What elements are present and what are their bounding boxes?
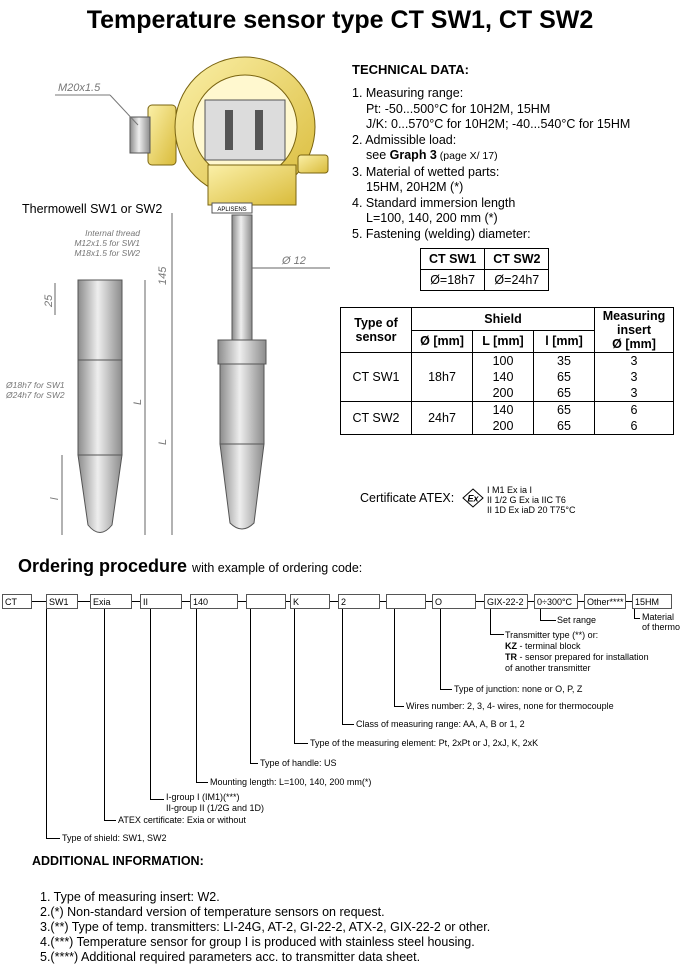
atex-lines: I M1 Ex ia I II 1/2 G Ex ia IIC T6 II 1D… bbox=[487, 485, 576, 515]
diameter-note: Ø24h7 for SW2 bbox=[6, 390, 65, 400]
wires-note: Wires number: 2, 3, 4- wires, none for t… bbox=[406, 701, 614, 711]
mounting-note: Mounting length: L=100, 140, 200 mm(*) bbox=[210, 777, 372, 787]
code-box: 0÷300°C bbox=[534, 594, 578, 609]
dim-l: l bbox=[49, 497, 61, 500]
atex-note: ATEX certificate: Exia or without bbox=[118, 815, 246, 825]
class-note: Class of measuring range: AA, A, B or 1,… bbox=[356, 719, 525, 729]
internal-thread-line: M18x1.5 for SW2 bbox=[74, 248, 140, 258]
additional-item: 4.(***) Temperature sensor for group I i… bbox=[40, 935, 475, 949]
tech-sub: see Graph 3 (page X/ 17) bbox=[366, 148, 498, 162]
tech-sub: J/K: 0...570°C for 10H2M; -40...540°C fo… bbox=[366, 117, 631, 131]
dim-145: 145 bbox=[157, 266, 169, 285]
page-title: Temperature sensor type CT SW1, CT SW2 bbox=[86, 6, 594, 34]
dim-25: 25 bbox=[43, 294, 55, 308]
code-box: 140 bbox=[190, 594, 238, 609]
additional-item: 2.(*) Non-standard version of temperatur… bbox=[40, 905, 385, 919]
additional-item: 1. Type of measuring insert: W2. bbox=[40, 890, 220, 904]
dim-L-right: L bbox=[157, 439, 169, 445]
tech-item: 5. Fastening (welding) diameter: bbox=[352, 226, 531, 241]
code-box: GIX-22-2 bbox=[484, 594, 528, 609]
sensor-drawing: APLISENS M20x1.5 145 L Ø 12 25 L l bbox=[43, 56, 330, 535]
code-box: Exia bbox=[90, 594, 132, 609]
brand-label: APLISENS bbox=[217, 207, 246, 213]
code-box: O bbox=[432, 594, 476, 609]
internal-thread-line: M12x1.5 for SW1 bbox=[74, 238, 140, 248]
additional-item: 5.(****) Additional required parameters … bbox=[40, 950, 421, 964]
thread-label: M20x1.5 bbox=[58, 82, 101, 94]
technical-list: 1. Measuring range: Pt: -50...500°C for … bbox=[352, 86, 630, 242]
junction-note: Type of junction: none or O, P, Z bbox=[454, 684, 583, 694]
code-box bbox=[386, 594, 426, 609]
code-box: K bbox=[290, 594, 330, 609]
tech-item: 1. Measuring range: bbox=[352, 86, 464, 100]
tech-sub: Pt: -50...500°C for 10H2M, 15HM bbox=[366, 101, 551, 116]
code-box: Other**** bbox=[584, 594, 626, 609]
shield-note: Type of shield: SW1, SW2 bbox=[62, 833, 167, 843]
thermowell-label: Thermowell SW1 or SW2 bbox=[22, 202, 163, 216]
additional-heading: ADDITIONAL INFORMATION: bbox=[32, 854, 204, 868]
additional-list: 1. Type of measuring insert: W2. 2.(*) N… bbox=[40, 890, 490, 965]
ex-icon: Ex bbox=[462, 488, 484, 508]
element-note: Type of the measuring element: Pt, 2xPt … bbox=[310, 738, 539, 748]
connection-head: APLISENS bbox=[129, 56, 329, 214]
code-box bbox=[246, 594, 286, 609]
tech-sub: L=100, 140, 200 mm (*) bbox=[366, 211, 498, 225]
code-box: 2 bbox=[338, 594, 380, 609]
code-box: CT bbox=[2, 594, 32, 609]
technical-heading: TECHNICAL DATA: bbox=[352, 62, 469, 77]
tech-item: 4. Standard immersion length bbox=[352, 195, 516, 210]
dim-L-left: L bbox=[132, 399, 144, 405]
set-range-note: Set range bbox=[557, 615, 597, 625]
thermowell bbox=[77, 279, 123, 361]
transmitter-note: Transmitter type (**) or: KZ - terminal … bbox=[505, 630, 649, 673]
handle-note: Type of handle: US bbox=[260, 758, 337, 768]
igroup-note: I-group I (IM1)(***)II-group II (1/2G an… bbox=[166, 792, 265, 813]
svg-text:Ex: Ex bbox=[467, 494, 479, 504]
internal-thread-line: Internal thread bbox=[85, 228, 140, 238]
dim-phi12: Ø 12 bbox=[281, 255, 306, 267]
code-box: SW1 bbox=[46, 594, 78, 609]
diameter-note: Ø18h7 for SW1 bbox=[6, 380, 65, 390]
ordering-title: Ordering procedure with example of order… bbox=[18, 556, 363, 576]
stem bbox=[231, 214, 253, 341]
atex-label: Certificate ATEX: bbox=[360, 491, 455, 505]
code-box: II bbox=[140, 594, 182, 609]
tech-item: 2. Admissible load: bbox=[352, 132, 457, 147]
tech-sub: 15HM, 20H2M (*) bbox=[366, 180, 464, 194]
additional-item: 3.(**) Type of temp. transmitters: LI-24… bbox=[40, 920, 491, 934]
code-box: 15HM bbox=[632, 594, 672, 609]
tech-item: 3. Material of wetted parts: bbox=[352, 164, 500, 179]
